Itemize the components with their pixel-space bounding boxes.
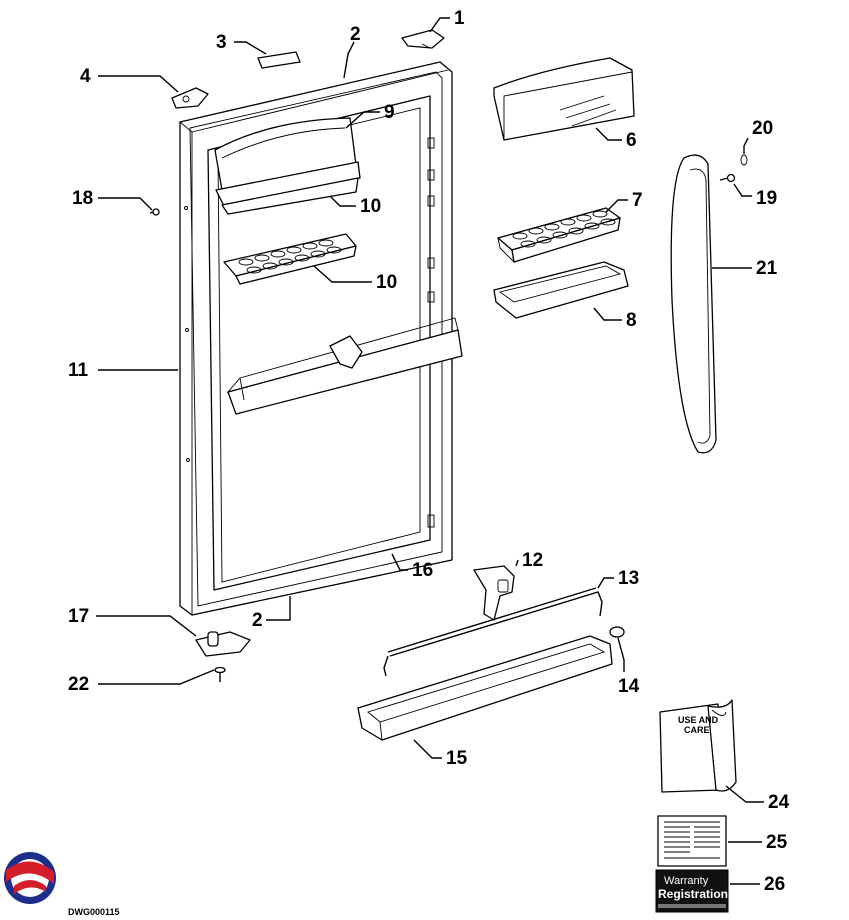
part-7-egg-tray	[497, 207, 621, 264]
warranty-line2: Registration	[658, 887, 728, 901]
part-3-trim	[257, 51, 301, 69]
callout-6: 6	[626, 130, 637, 151]
callout-21: 21	[756, 258, 778, 279]
part-6-dairy-bin	[493, 57, 635, 141]
warranty-line1: Warranty	[664, 875, 709, 887]
callout-20: 20	[752, 118, 773, 139]
drawing-number: DWG000115	[68, 907, 120, 917]
callout-24: 24	[768, 792, 790, 813]
part-1-cap	[401, 29, 445, 49]
part-22-screw	[214, 666, 226, 682]
door-egg-tray	[223, 233, 357, 285]
part-19-screw	[719, 173, 736, 183]
brand-logo	[4, 852, 56, 904]
dairy-compartment	[214, 117, 361, 215]
part-4-hinge	[171, 87, 209, 109]
callout-11: 11	[68, 360, 89, 381]
callout-4: 4	[80, 66, 91, 87]
door-shelf-large	[226, 317, 463, 415]
callout-22: 22	[68, 674, 89, 695]
callout-7: 7	[632, 190, 643, 211]
callouts: 1 2 3 4 6 9 10 20 19 18 7 10 21 11 8 12 …	[68, 8, 790, 895]
part-14-knob	[609, 626, 625, 638]
callout-25: 25	[766, 832, 788, 853]
callout-19: 19	[756, 188, 777, 209]
callout-8: 8	[626, 310, 637, 331]
callout-12: 12	[522, 550, 543, 571]
callout-18: 18	[72, 188, 93, 209]
callout-26: 26	[764, 874, 785, 895]
callout-15: 15	[446, 748, 468, 769]
callout-2-bottom: 2	[252, 610, 263, 631]
part-20-washer	[740, 154, 748, 166]
manual-title-line1: USE AND	[678, 715, 719, 725]
part-17-hinge	[195, 631, 251, 657]
callout-9: 9	[384, 102, 395, 123]
leader-lines	[96, 17, 764, 885]
part-21-gasket	[670, 154, 717, 454]
callout-10-lower: 10	[376, 272, 397, 293]
part-24-manual: USE AND CARE	[659, 699, 737, 793]
callout-16: 16	[412, 560, 433, 581]
part-15-shelf	[357, 635, 613, 741]
callout-10-upper: 10	[360, 196, 381, 217]
part-26-warranty-card: Warranty Registration	[655, 869, 729, 913]
part-8-tray	[493, 261, 629, 319]
part-12-bracket	[473, 565, 515, 621]
callout-13: 13	[618, 568, 639, 589]
manual-title-line2: CARE	[684, 725, 710, 735]
callout-3: 3	[216, 32, 227, 53]
part-18-pin	[149, 208, 160, 216]
part-13-rail	[383, 587, 603, 677]
callout-2-top: 2	[350, 24, 361, 45]
callout-1: 1	[454, 8, 465, 29]
callout-14: 14	[618, 676, 640, 697]
callout-17: 17	[68, 606, 89, 627]
part-25-label	[657, 815, 727, 867]
